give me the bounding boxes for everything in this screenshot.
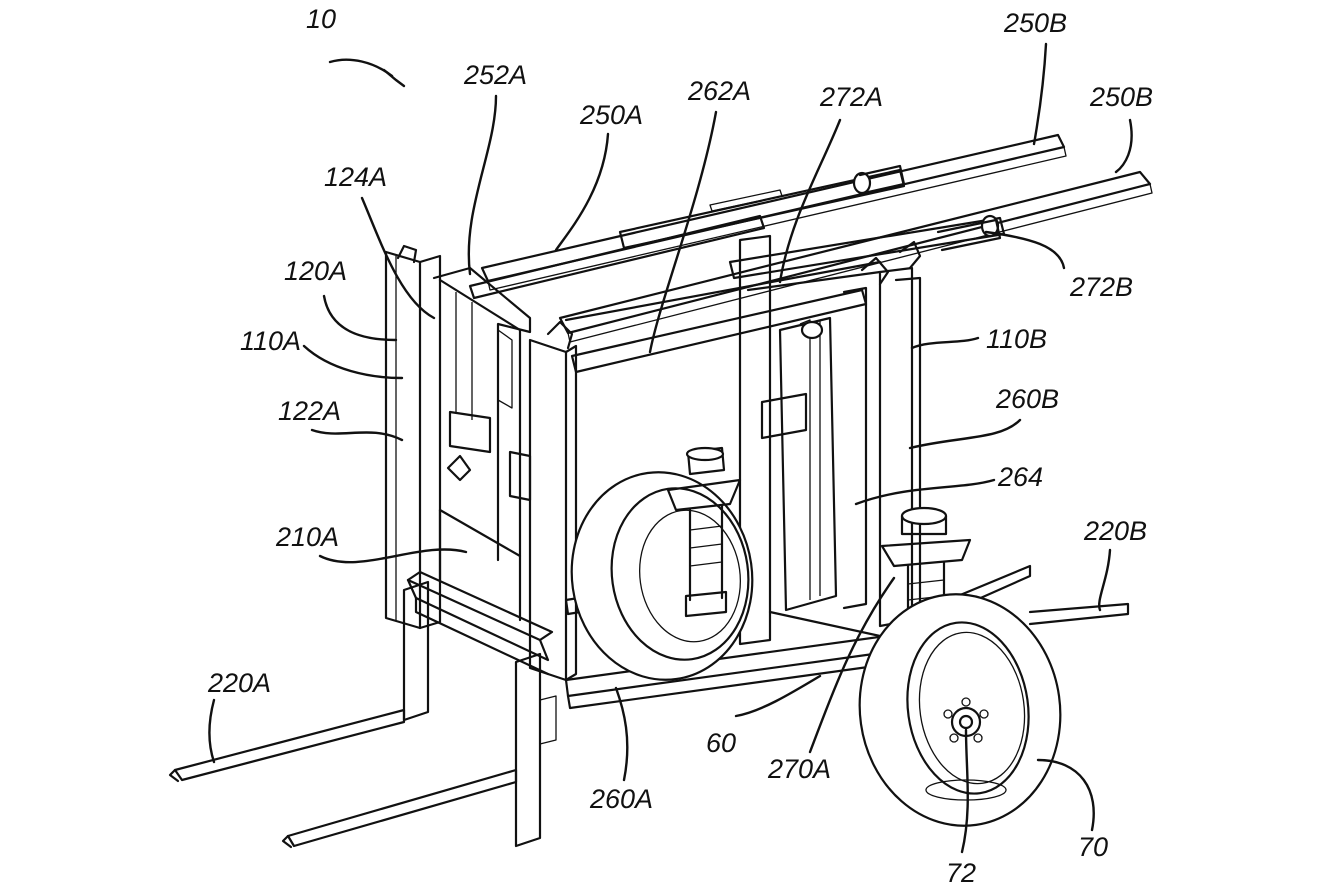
label-264: 264 [997,462,1043,492]
label-252A: 252A [463,60,527,90]
leader-lines [208,42,1133,854]
label-10: 10 [306,4,336,34]
label-250B-top: 250B [1003,8,1067,38]
label-60: 60 [706,728,736,758]
carriage [406,320,578,682]
right-mast [738,234,922,646]
label-110B: 110B [986,324,1047,354]
forks [168,580,557,849]
label-272A: 272A [819,82,883,112]
label-120A: 120A [284,256,347,286]
label-262A: 262A [687,76,751,106]
inner-wheel [570,446,754,681]
label-260A: 260A [589,784,653,814]
label-250B: 250B [1089,82,1153,112]
main-wheel [858,593,1062,827]
label-272B: 272B [1069,272,1133,302]
top-rails [468,133,1153,343]
label-122A: 122A [278,396,341,426]
label-210A: 210A [275,522,339,552]
label-220A: 220A [207,668,271,698]
label-270A: 270A [767,754,831,784]
cross-member [564,260,882,374]
label-110A: 110A [240,326,301,356]
label-70: 70 [1078,832,1108,862]
label-260B: 260B [995,384,1059,414]
reference-labels: 10 252A 250A 262A 272A 250B 250B 272B 12… [207,4,1153,888]
label-220B: 220B [1083,516,1147,546]
label-72: 72 [946,858,976,888]
left-mast [384,244,532,630]
label-124A: 124A [324,162,387,192]
label-250A: 250A [579,100,643,130]
